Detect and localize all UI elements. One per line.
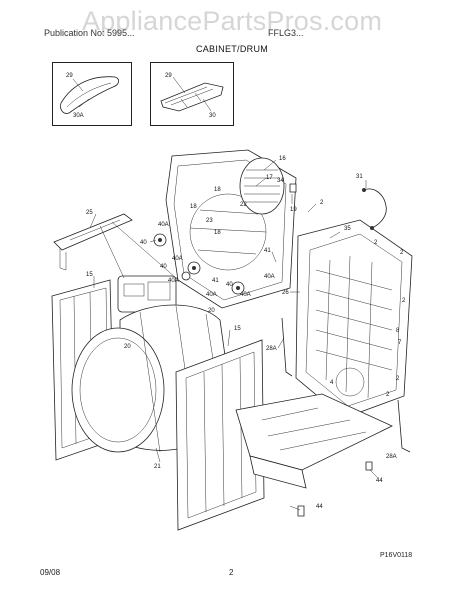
callout-15-a: 15 (86, 272, 93, 278)
callout-41-1: 41 (264, 248, 271, 254)
callout-40-2: 40 (160, 264, 167, 270)
callout-28a-2: 28A (386, 454, 397, 460)
callout-28a-1: 28A (266, 346, 277, 352)
callout-20-b: 20 (124, 344, 131, 350)
section-title: CABINET/DRUM (195, 44, 269, 54)
callout-31: 31 (356, 174, 363, 180)
cabinet-base (235, 393, 393, 489)
vane-30-drawing: 29 30 (160, 73, 224, 119)
trim-strip-right (397, 399, 411, 453)
vane-30a-drawing: 29 30A (60, 73, 119, 119)
callout-18-b: 18 (190, 204, 197, 210)
callout-34: 34 (277, 178, 284, 184)
callout-41-2: 41 (212, 278, 219, 284)
callout-23: 23 (206, 218, 213, 224)
footer-date: 09/08 (40, 568, 61, 577)
callout-40a-1: 40A (158, 222, 169, 228)
callout-16: 16 (279, 156, 286, 162)
callout-40-3: 40 (226, 282, 233, 288)
leveling-legs (297, 461, 373, 517)
leader-lines (89, 159, 379, 511)
callout-35: 35 (344, 226, 351, 232)
callout-19: 19 (290, 207, 297, 213)
callout-40a-5: 40A (206, 292, 217, 298)
inset-left-label-30a: 30A (73, 113, 84, 119)
callout-26: 26 (282, 290, 289, 296)
callout-2-f: 2 (386, 392, 390, 398)
drum-rollers (153, 233, 245, 295)
callout-22: 22 (240, 202, 247, 208)
inset-vane-30a: 29 30A (52, 62, 132, 126)
callout-44-1: 44 (376, 478, 383, 484)
callout-2-e: 2 (396, 376, 400, 382)
callout-40-1: 40 (140, 240, 147, 246)
inset-right-label-30: 30 (209, 113, 216, 119)
callout-25: 25 (86, 210, 93, 216)
callout-44-2: 44 (316, 504, 323, 510)
diagram-code: P16V0118 (380, 552, 413, 559)
callout-4: 4 (330, 380, 334, 386)
callout-7: 7 (398, 340, 402, 346)
callout-40a-6: 40A (240, 292, 251, 298)
callout-21: 21 (154, 464, 161, 470)
callout-15-b: 15 (234, 326, 241, 332)
trim-strip-left (281, 317, 293, 377)
inset-right-label-29: 29 (165, 73, 172, 79)
callout-2-a: 2 (320, 200, 324, 206)
publication-number: Publication No: 5995... (44, 28, 135, 38)
inset-vane-30: 29 30 (150, 62, 234, 126)
model-number: FFLG3... (268, 28, 304, 38)
callout-8: 8 (396, 328, 400, 334)
callout-2-d: 2 (402, 298, 406, 304)
callout-17: 17 (266, 175, 273, 181)
callout-18-c: 18 (214, 230, 221, 236)
callout-2-b: 2 (374, 240, 378, 246)
front-cabinet (295, 219, 413, 419)
wire-harness (363, 188, 387, 229)
top-bracket-25 (53, 213, 133, 271)
page-number: 2 (229, 568, 234, 577)
blower-housing (239, 157, 285, 215)
inset-left-label-29: 29 (66, 73, 73, 79)
callout-40a-3: 40A (264, 274, 275, 280)
callout-20-a: 20 (208, 308, 215, 314)
watermark: AppliancePartsPros.com (81, 6, 383, 36)
callout-40a-4: 40A (168, 278, 179, 284)
front-panel (175, 339, 265, 531)
callout-2-c: 2 (400, 250, 404, 256)
callout-18-a: 18 (214, 187, 221, 193)
callout-40a-2: 40A (172, 256, 183, 262)
screw-34 (289, 183, 297, 193)
